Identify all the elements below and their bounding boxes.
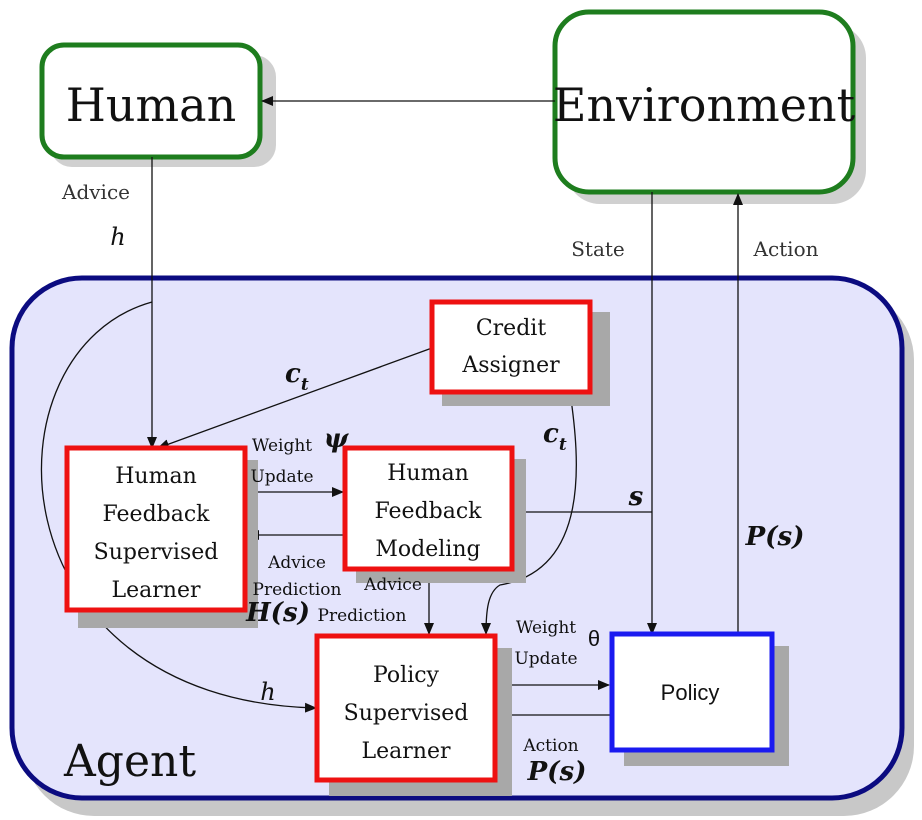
psl-line-1: Policy <box>373 663 440 688</box>
label-weight-update-2-line-1: Weight <box>516 618 576 638</box>
label-advice: Advice <box>61 180 130 204</box>
hfsl-line-4: Learner <box>112 578 201 603</box>
hf-supervised-learner-box[interactable] <box>64 445 248 613</box>
label-weight-update-2-line-2: Update <box>514 649 577 669</box>
edge-credit-to-psl <box>481 391 577 635</box>
hfsl-line-2: Feedback <box>102 502 210 527</box>
label-h-s: H(s) <box>245 598 310 628</box>
label-advice-prediction-mid-line-2: Prediction <box>318 606 407 626</box>
hfsl-line-3: Supervised <box>94 540 219 565</box>
label-state: State <box>571 237 625 261</box>
label-p-s-right: P(s) <box>745 522 805 552</box>
label-weight-update-1-line-1: Weight <box>252 436 312 456</box>
hf-modeling-line-2: Feedback <box>374 499 482 524</box>
psl-line-3: Learner <box>362 739 451 764</box>
human-label: Human <box>66 78 236 132</box>
label-s: s <box>628 482 644 512</box>
credit-assigner-line-1: Credit <box>476 316 546 341</box>
edge-advice-curve <box>40 301 317 713</box>
label-action-top: Action <box>753 237 819 261</box>
policy-supervised-learner-box[interactable] <box>314 633 498 783</box>
label-advice-prediction-left-line-2: Prediction <box>253 580 342 600</box>
label-theta: θ <box>588 626 600 651</box>
hf-modeling-line-1: Human <box>387 461 469 486</box>
label-h-top: h <box>110 223 125 251</box>
psl-line-2: Supervised <box>344 701 469 726</box>
label-c-t-right: ct <box>543 419 567 455</box>
environment-label: Environment <box>553 78 856 132</box>
agent-label: Agent <box>63 736 196 787</box>
label-weight-update-1-line-2: Update <box>250 467 313 487</box>
human-box[interactable] <box>39 42 263 160</box>
policy-box[interactable] <box>609 631 775 753</box>
edge-credit-to-hfsl <box>157 347 433 449</box>
hf-modeling-box[interactable] <box>342 445 515 572</box>
policy-label: Policy <box>661 680 720 705</box>
label-advice-prediction-mid-line-1: Advice <box>363 575 422 595</box>
hfsl-line-1: Human <box>115 464 197 489</box>
label-action-bottom: Action <box>522 736 578 756</box>
label-advice-prediction-left-line-1: Advice <box>267 553 326 573</box>
label-p-s-bottom: P(s) <box>527 757 587 787</box>
credit-assigner-box[interactable] <box>429 299 593 395</box>
environment-box[interactable] <box>552 9 856 195</box>
credit-assigner-line-2: Assigner <box>461 353 560 378</box>
label-psi: ψ <box>324 424 350 454</box>
label-c-t-left: ct <box>285 359 309 395</box>
hf-modeling-line-3: Modeling <box>375 537 480 562</box>
label-h-lower: h <box>260 678 275 706</box>
